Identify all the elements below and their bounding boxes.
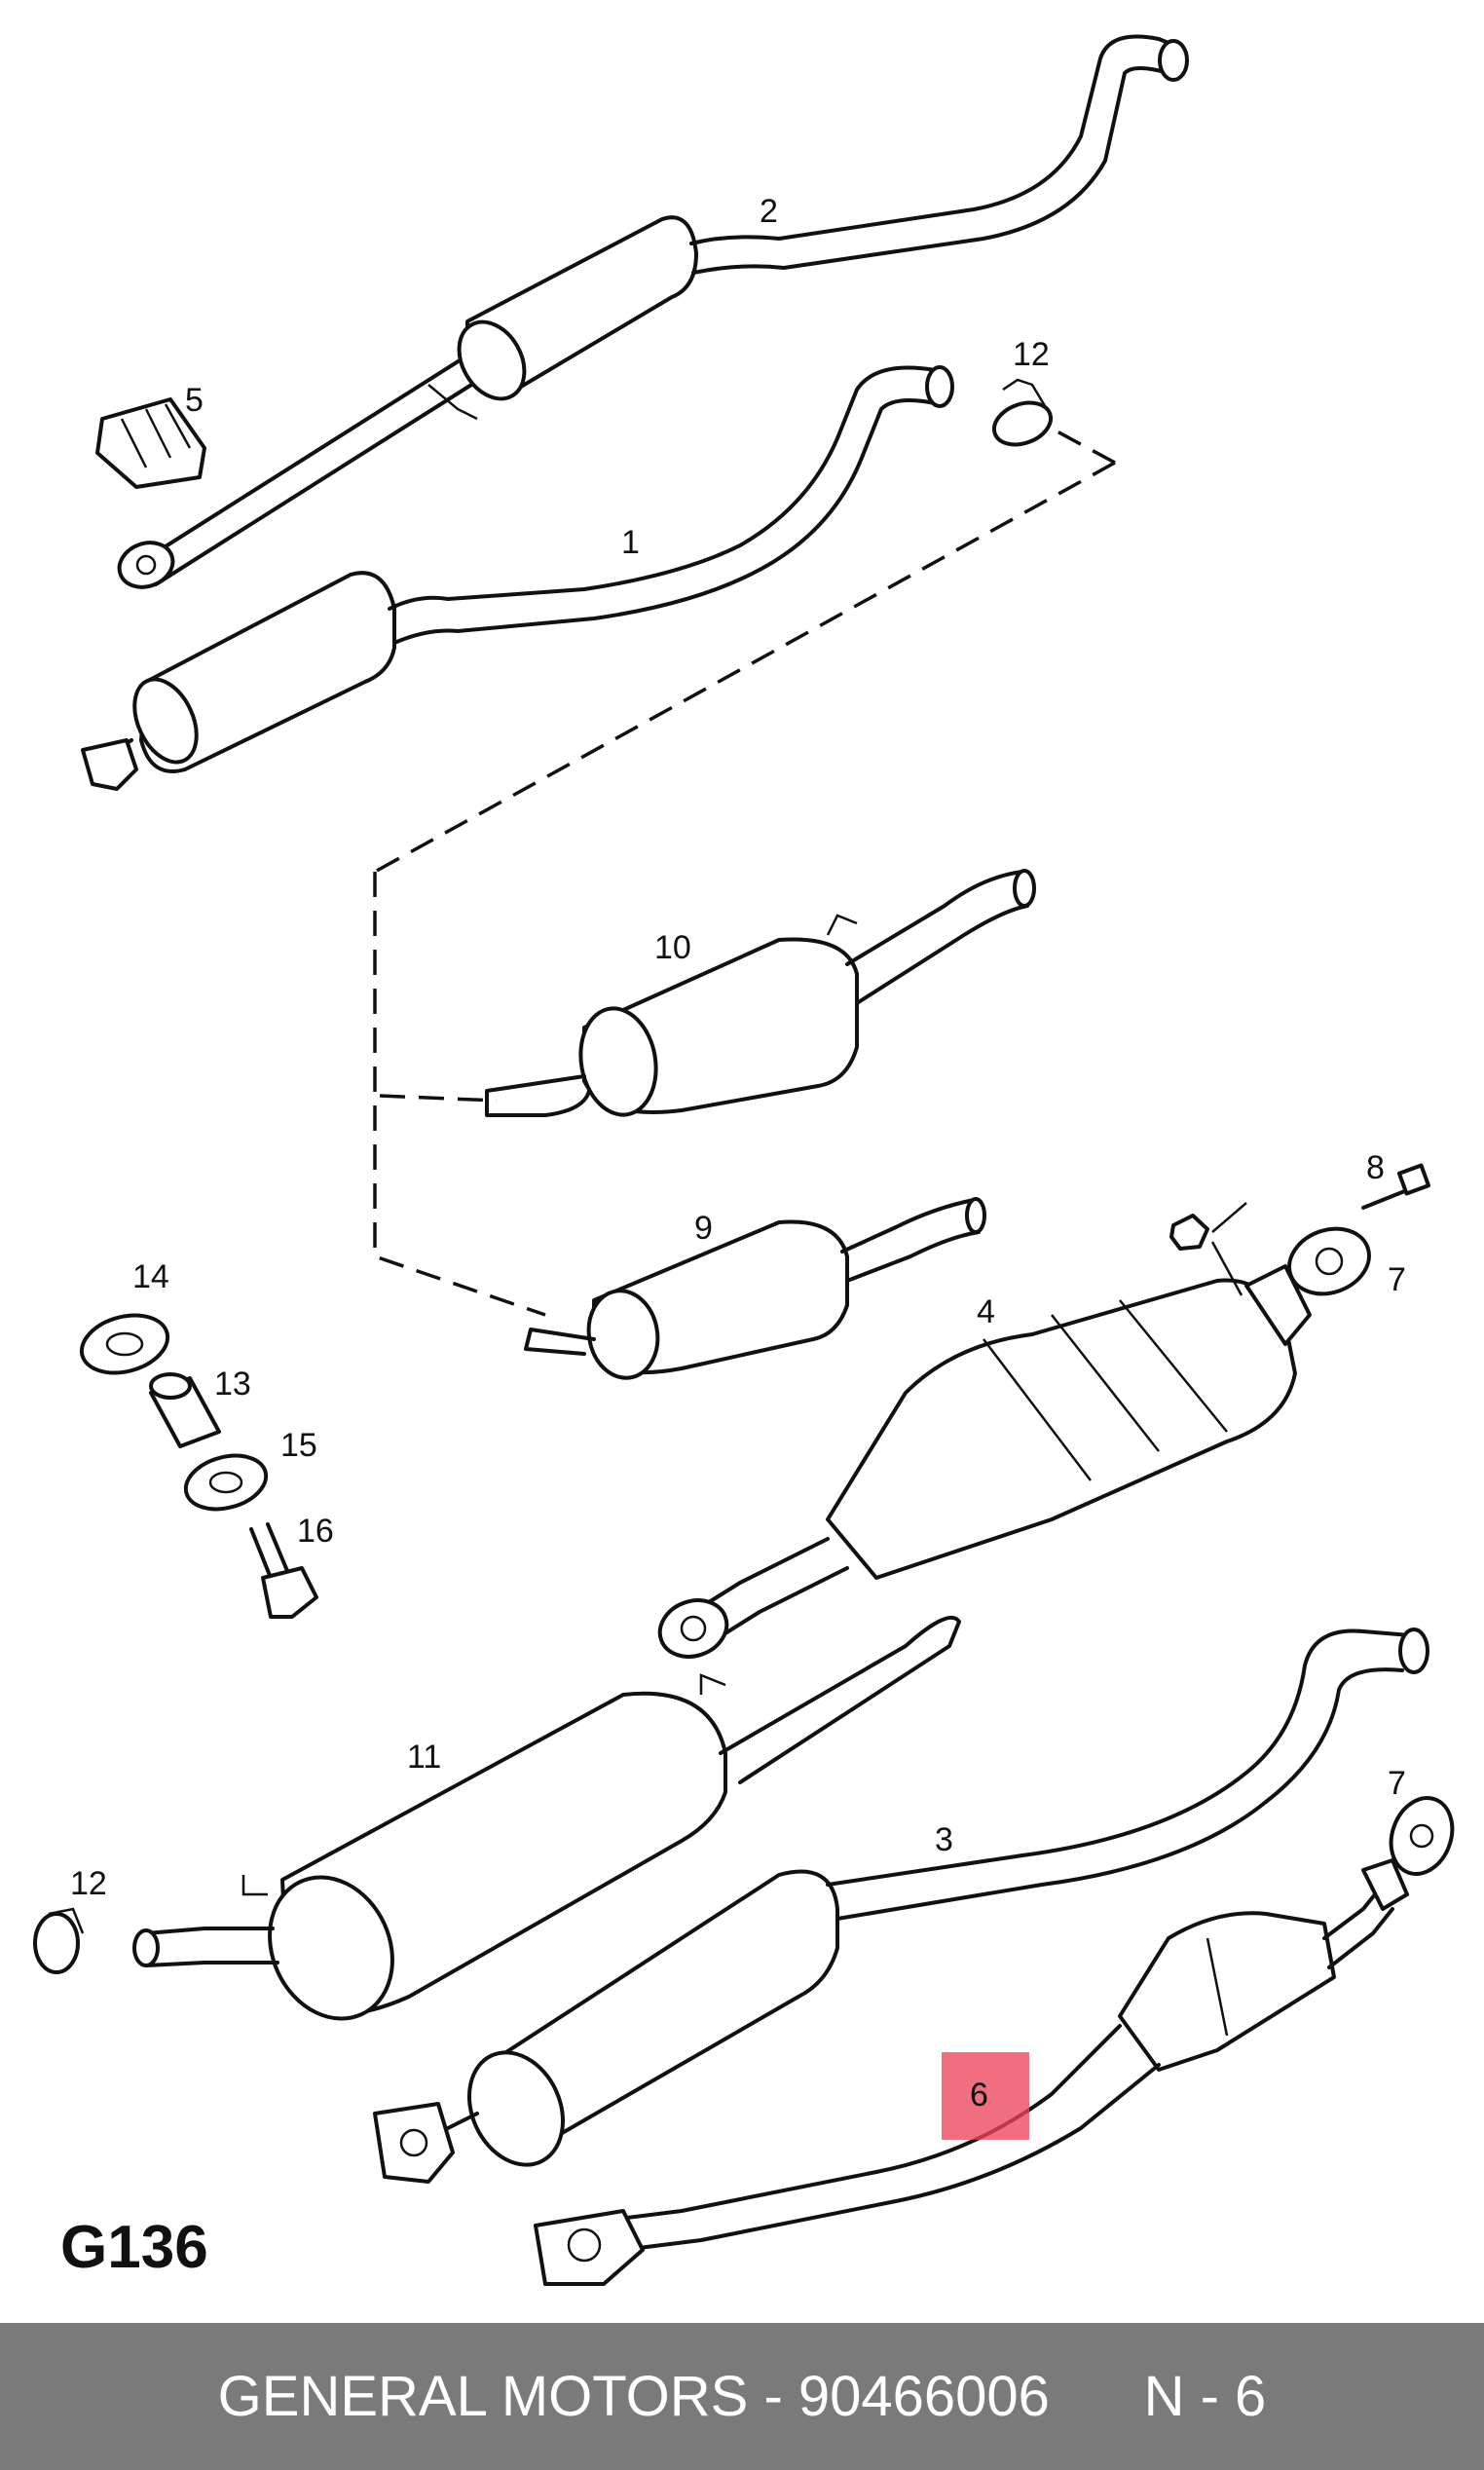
callout-7a: 7 <box>1388 1261 1406 1298</box>
part-10-rear-muffler <box>485 869 1036 1117</box>
part-2-pipe-muffler <box>117 34 1189 589</box>
part-6-converter-pipe <box>534 1858 1409 2286</box>
part-1-muffler-pipe <box>81 365 954 791</box>
callout-12a: 12 <box>1013 336 1050 373</box>
figure-code: G136 <box>60 2214 208 2281</box>
part-13-sleeve <box>149 1372 221 1448</box>
part-12-clamp-top <box>991 378 1054 447</box>
callout-8: 8 <box>1366 1149 1385 1186</box>
footer-part-number: 90466006 <box>798 2365 1050 2428</box>
footer-spacer <box>1050 2364 1144 2429</box>
footer-text: GENERAL MOTORS - 90466006 N - 6 <box>0 2323 1484 2470</box>
part-11-muffler <box>132 1616 961 2021</box>
callout-9: 9 <box>694 1210 713 1247</box>
callout-7b: 7 <box>1388 1765 1406 1802</box>
highlight-marker <box>942 2052 1029 2140</box>
callout-12b: 12 <box>70 1865 107 1902</box>
part-12-clamp-bottom <box>33 1907 85 1974</box>
part-8-bolt <box>1361 1163 1431 1210</box>
exhaust-parts-diagram: 1 2 3 4 5 6 7 7 8 9 10 11 12 12 13 14 15… <box>33 34 1455 2286</box>
callout-16: 16 <box>297 1513 334 1550</box>
part-9-rear-muffler <box>524 1197 986 1380</box>
dashed-assembly-lines <box>373 427 1116 1317</box>
part-7-gasket-top <box>1287 1226 1371 1296</box>
part-15-washer <box>183 1453 269 1512</box>
part-7-gasket-bottom <box>1389 1796 1455 1876</box>
footer-separator: - <box>748 2365 798 2428</box>
part-4-catalytic-converter <box>657 1264 1312 1659</box>
part-5-mount <box>95 397 206 489</box>
callout-3: 3 <box>935 1821 953 1858</box>
callout-10: 10 <box>654 929 691 966</box>
nut <box>1169 1202 1247 1296</box>
callout-15: 15 <box>280 1427 317 1464</box>
callout-1: 1 <box>621 524 640 561</box>
callout-5: 5 <box>185 382 204 419</box>
part-16-bolt <box>249 1522 318 1619</box>
callout-13: 13 <box>214 1366 251 1403</box>
footer-bar: GENERAL MOTORS - 90466006 N - 6 <box>0 2323 1484 2470</box>
part-14-washer <box>79 1313 170 1375</box>
callout-14: 14 <box>132 1258 169 1295</box>
part-3-pipe-muffler <box>373 1628 1429 2184</box>
footer-brand: GENERAL MOTORS <box>217 2365 749 2428</box>
callout-2: 2 <box>760 193 778 230</box>
footer-index: N - 6 <box>1143 2365 1267 2428</box>
callout-11: 11 <box>407 1739 441 1776</box>
callout-4: 4 <box>977 1293 995 1330</box>
